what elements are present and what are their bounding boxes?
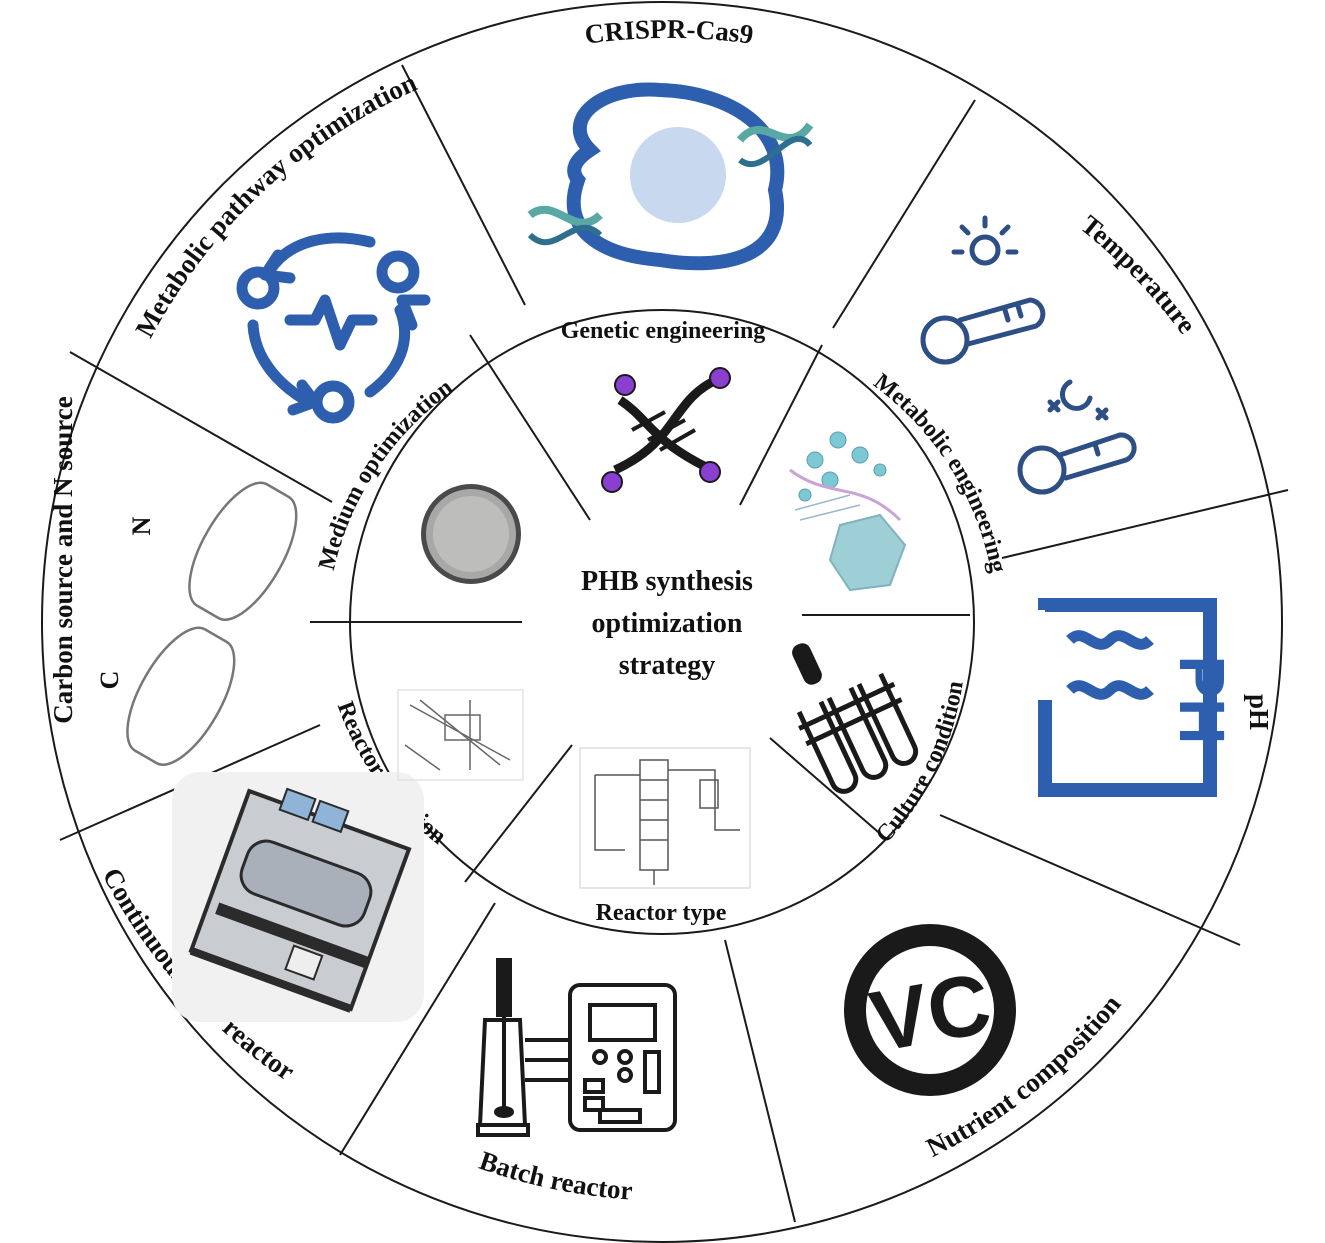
ph-icon-text: PH [1166,656,1238,745]
reactor-sketch [397,689,524,781]
label-genetic-engineering: Genetic engineering [561,318,766,344]
cell-dna-icon [527,82,814,271]
outer-dividers [59,64,1289,1223]
label-temperature: Temperature [1075,209,1202,339]
dna-icon [601,367,731,493]
thermometer-icon [920,215,1137,495]
center-line-2: optimization [592,608,743,639]
metabolomics-illustration [789,431,907,592]
ph-icon: PH [1038,598,1238,797]
label-carbon-n-source: Carbon source and N source [48,396,78,724]
label-ph: pH [1244,694,1274,730]
carbon-nitrogen-tablets-icon: N C [95,481,298,766]
center-line-3: strategy [619,650,715,681]
center-line-1: PHB synthesis [581,566,753,597]
n-letter: N [127,516,156,535]
pathway-cycle-icon [236,232,431,424]
reactor-schematic [579,747,751,889]
vc-icon-text: VC [863,955,997,1070]
flow-reactor-icon [172,772,424,1022]
vitamin-c-icon: VC [844,924,1016,1096]
c-letter: C [95,671,124,690]
outer-circle [41,1,1283,1243]
label-reactor-type: Reactor type [596,900,727,926]
petri-dish-icon [421,484,521,584]
label-crispr-cas9: CRISPR-Cas9 [583,14,755,50]
test-tubes-icon [792,643,919,794]
center-title: PHB synthesis optimization strategy [581,566,753,681]
bioreactor-icon [476,958,677,1137]
label-batch-reactor: Batch reactor [476,1145,634,1205]
inner-dividers [310,334,970,883]
